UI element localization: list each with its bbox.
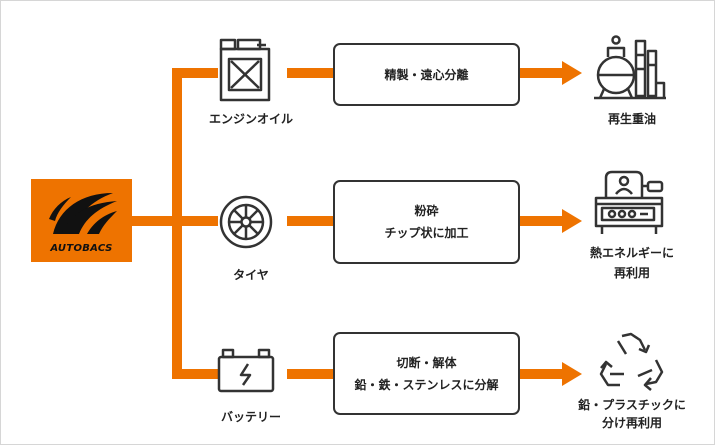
jerry-can-icon bbox=[219, 38, 271, 102]
process-box-3: 切断・解体 鉛・鉄・ステンレスに分解 bbox=[333, 332, 520, 415]
branch-connector-3 bbox=[172, 369, 218, 379]
battery-icon bbox=[217, 348, 275, 393]
process-text-3b: 鉛・鉄・ステンレスに分解 bbox=[354, 377, 499, 392]
process-arrow-3 bbox=[520, 362, 582, 386]
autobacs-logo: AUTOBACS bbox=[31, 179, 132, 262]
result-label-3a: 鉛・プラスチックに bbox=[578, 398, 686, 412]
process-text-3a: 切断・解体 bbox=[396, 355, 457, 370]
process-arrow-2 bbox=[520, 209, 582, 233]
process-text-2b: チップ状に加工 bbox=[384, 226, 469, 240]
autobacs-swoosh-icon bbox=[49, 193, 117, 234]
source-to-process-connector-2 bbox=[287, 216, 335, 226]
tire-icon bbox=[219, 195, 273, 249]
process-text-1: 精製・遠心分離 bbox=[384, 67, 469, 82]
source-label-2: タイヤ bbox=[233, 268, 269, 282]
branch-connector-1 bbox=[172, 68, 218, 78]
process-text-2a: 粉砕 bbox=[414, 204, 439, 218]
recycle-icon bbox=[599, 332, 664, 391]
trunk-connector bbox=[132, 216, 180, 226]
furnace-machine-icon bbox=[594, 170, 664, 234]
process-box-1: 精製・遠心分離 bbox=[333, 43, 520, 106]
result-label-2b: 再利用 bbox=[613, 266, 650, 280]
logo-wordmark: AUTOBACS bbox=[50, 243, 113, 254]
process-box-2: 粉砕 チップ状に加工 bbox=[333, 180, 520, 264]
source-to-process-connector-3 bbox=[287, 369, 335, 379]
source-to-process-connector-1 bbox=[287, 68, 335, 78]
result-label-2a: 熱エネルギーに bbox=[589, 246, 674, 260]
source-label-1: エンジンオイル bbox=[208, 112, 293, 126]
refinery-icon bbox=[594, 35, 666, 100]
branch-connector-2 bbox=[172, 216, 218, 226]
process-arrow-1 bbox=[520, 61, 582, 85]
result-label-1: 再生重油 bbox=[607, 112, 656, 126]
source-label-3: バッテリー bbox=[220, 410, 281, 424]
result-label-3b: 分け再利用 bbox=[601, 416, 662, 430]
